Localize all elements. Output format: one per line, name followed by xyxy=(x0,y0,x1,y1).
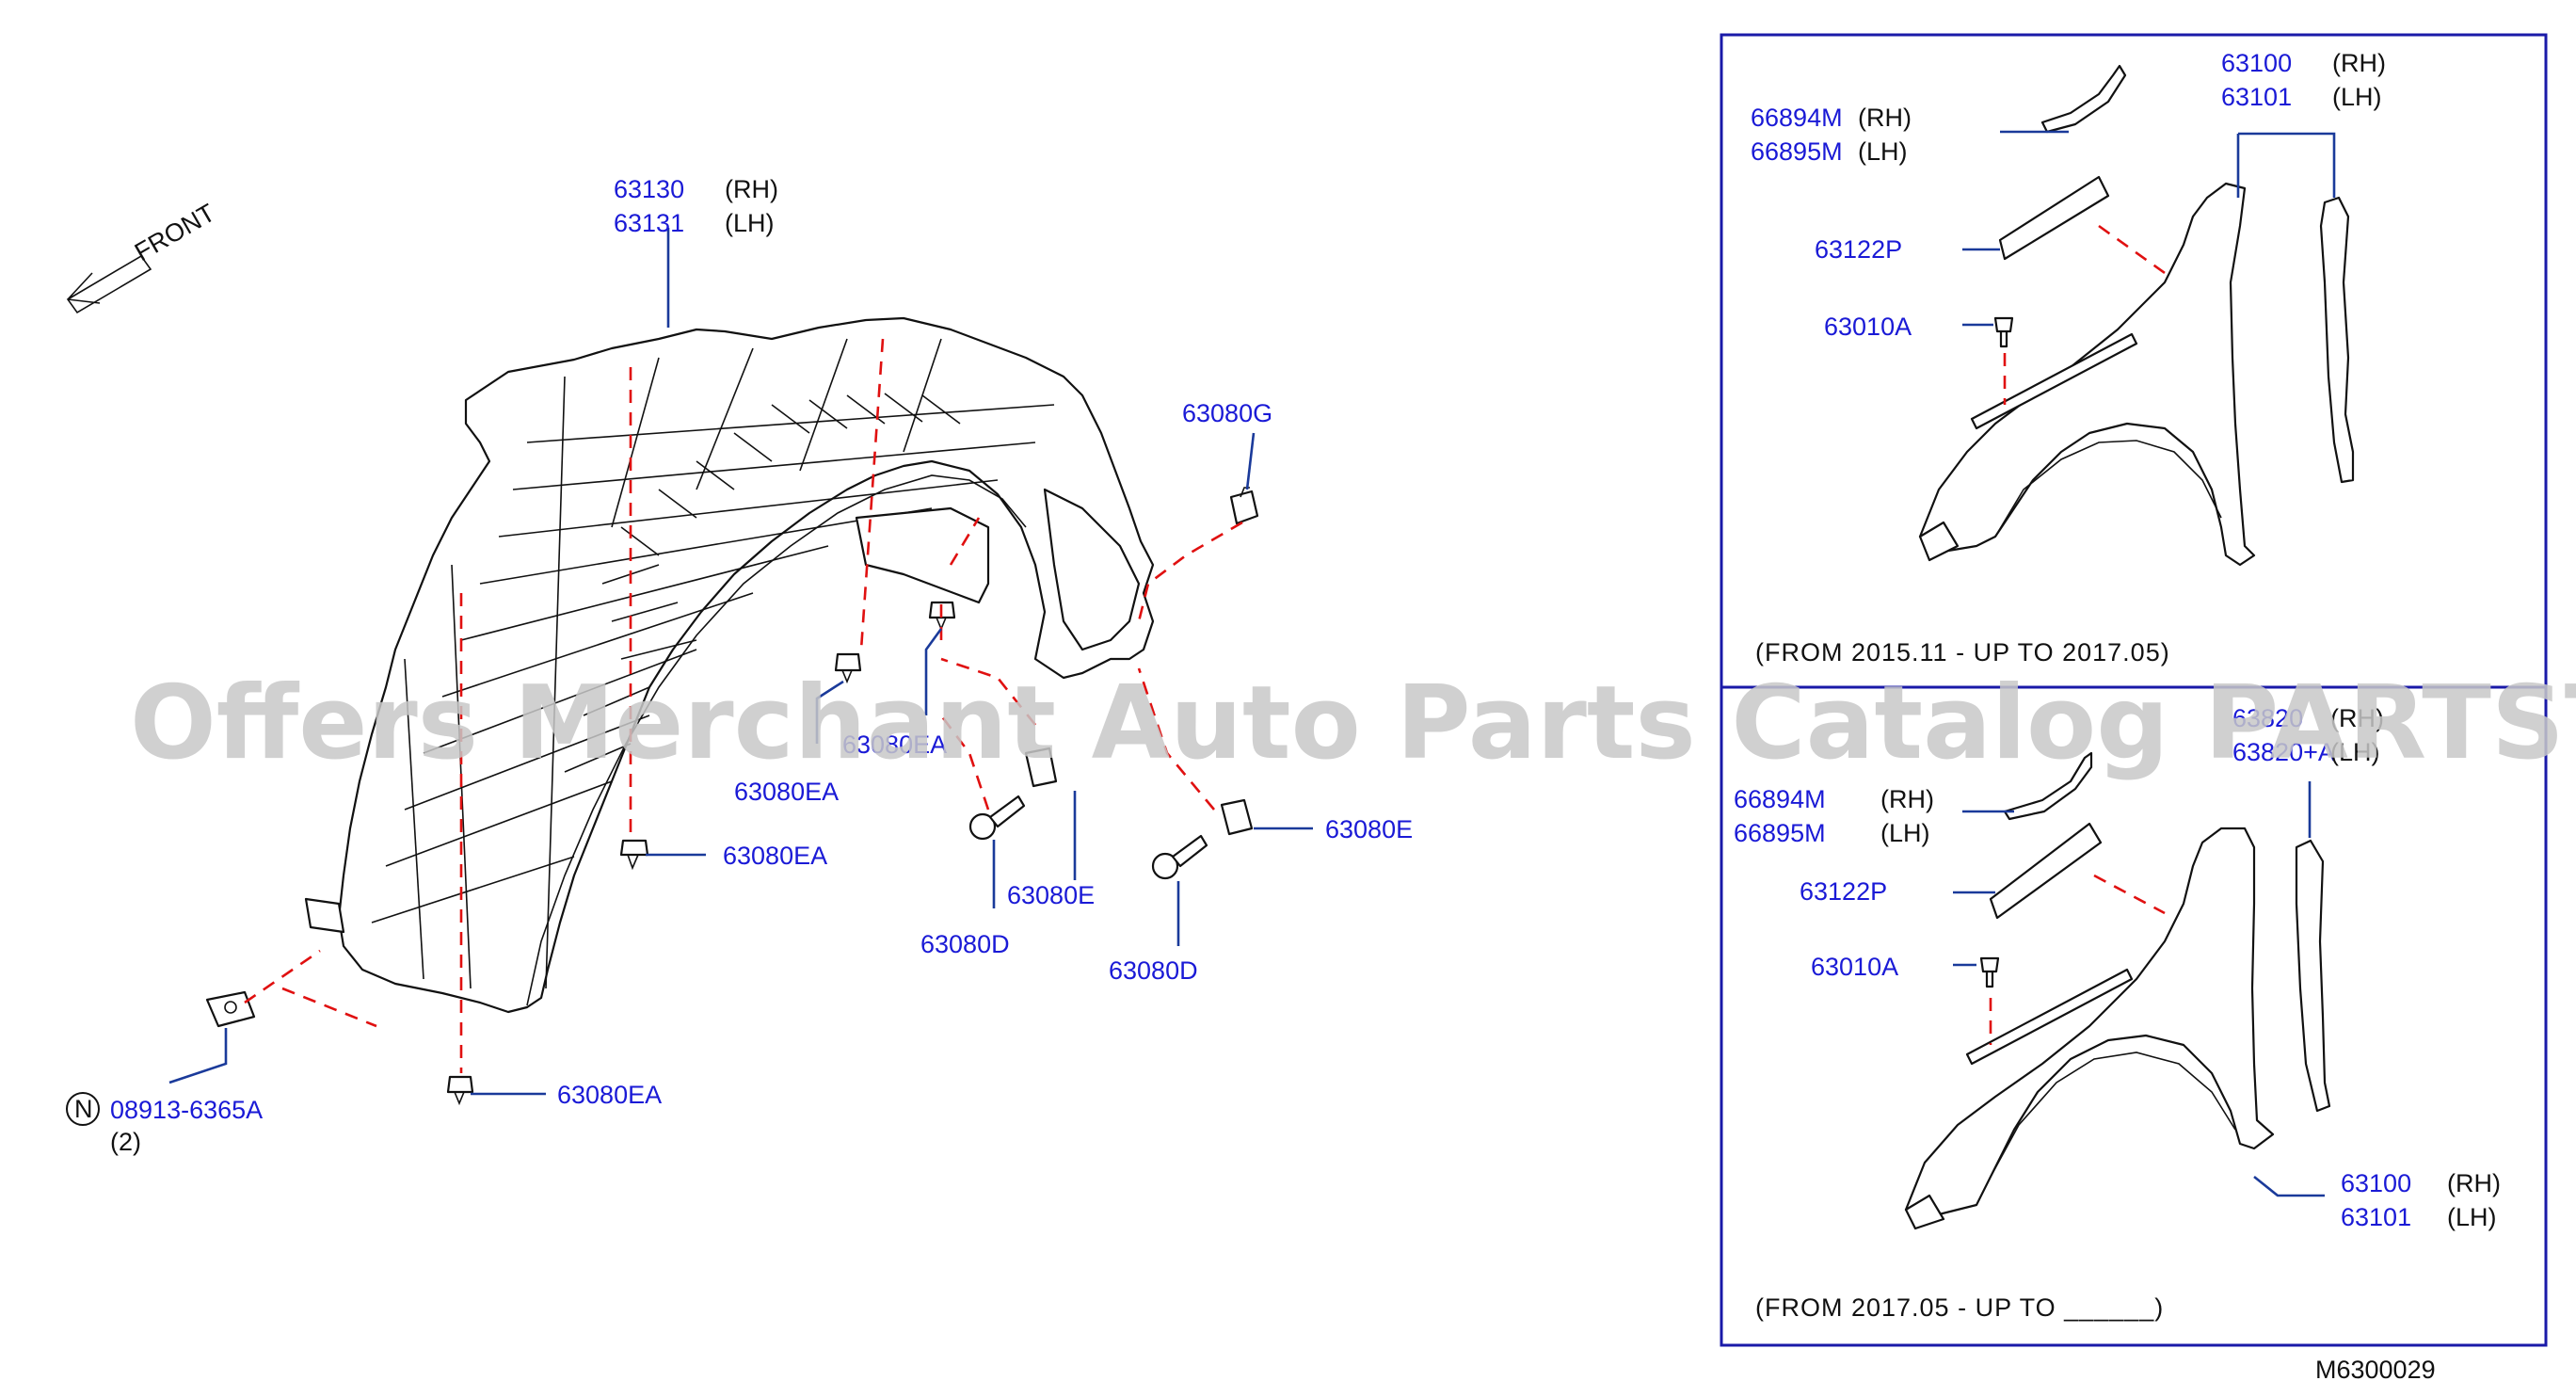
lower-callout-63122p[interactable]: 63122P xyxy=(1800,877,1887,906)
fasteners xyxy=(205,487,1259,1106)
lower-fender-arch xyxy=(1990,1052,2236,1178)
nut-icon xyxy=(205,990,256,1028)
upper-bolt-icon xyxy=(1993,316,2014,348)
upper-callout-63122p[interactable]: 63122P xyxy=(1815,235,1902,264)
push-clip-icon-3 xyxy=(619,839,649,871)
callout-08913-qty: (2) xyxy=(110,1128,141,1156)
callout-63080e-1[interactable]: 63080E xyxy=(1007,881,1095,909)
callout-63080ea-1[interactable]: 63080EA xyxy=(842,731,947,759)
upper-fender-trim xyxy=(2319,196,2355,484)
lower-callout-66895m-side: (LH) xyxy=(1880,819,1930,847)
lower-bolt-icon xyxy=(1979,956,2000,988)
callout-63080e-2[interactable]: 63080E xyxy=(1325,815,1413,843)
lower-callout-63820a[interactable]: 63820+A xyxy=(2232,738,2335,766)
callout-63080ea-3[interactable]: 63080EA xyxy=(723,842,827,870)
upper-fender-arch xyxy=(1994,440,2222,538)
lower-fender-strip xyxy=(1965,968,2134,1066)
upper-callout-66895m-side: (LH) xyxy=(1858,137,1908,166)
lower-callout-63820a-side: (LH) xyxy=(2330,738,2380,766)
upper-period-note: (FROM 2015.11 - UP TO 2017.05) xyxy=(1755,638,2170,666)
lower-callout-63820-side: (RH) xyxy=(2330,704,2384,732)
callout-63080g[interactable]: 63080G xyxy=(1182,399,1272,427)
spring-clip-icon-1 xyxy=(1024,747,1058,788)
lower-seal xyxy=(1989,822,2103,920)
callout-63131-side: (LH) xyxy=(725,209,775,237)
callout-63080ea-4[interactable]: 63080EA xyxy=(557,1081,662,1109)
upper-callout-66894m[interactable]: 66894M xyxy=(1751,104,1843,132)
lower-fender-front xyxy=(1904,1194,1945,1230)
lower-fender-trim xyxy=(2295,839,2331,1113)
panel-upper: 63100 (RH) 63101 (LH) 66894M (RH) 66895M… xyxy=(1751,49,2386,666)
callout-63080d-2[interactable]: 63080D xyxy=(1109,956,1198,985)
callout-63080ea-2[interactable]: 63080EA xyxy=(734,778,839,806)
nut-symbol-circle xyxy=(66,1092,100,1126)
nut-symbol: N xyxy=(74,1095,93,1123)
callout-63130[interactable]: 63130 xyxy=(614,175,684,203)
watermark: Offers Merchant Auto Parts Catalog PARTS… xyxy=(130,665,2576,782)
lower-callout-63100[interactable]: 63100 xyxy=(2341,1169,2411,1197)
push-clip-icon-1 xyxy=(834,652,862,684)
upper-callout-66895m[interactable]: 66895M xyxy=(1751,137,1843,166)
main-callouts: 63130 (RH) 63131 (LH) 63080G 63080EA 630… xyxy=(66,175,1413,1156)
upper-callout-63100-side: (RH) xyxy=(2332,49,2386,77)
lower-callout-66894m[interactable]: 66894M xyxy=(1734,785,1826,813)
fender-liner-arch xyxy=(526,474,1027,1006)
lower-fender xyxy=(1904,827,2275,1216)
fender-liner-rear-flap xyxy=(1043,488,1141,651)
fender-liner-shell xyxy=(337,316,1155,1014)
lower-callout-63100-side: (RH) xyxy=(2447,1169,2501,1197)
upper-callout-63010a[interactable]: 63010A xyxy=(1824,313,1912,341)
lower-callout-63101-side: (LH) xyxy=(2447,1203,2497,1231)
screw-icon-2 xyxy=(1151,834,1208,880)
callout-63131[interactable]: 63131 xyxy=(614,209,684,237)
front-label: FRONT xyxy=(130,199,220,266)
upper-callout-63101-side: (LH) xyxy=(2332,83,2382,111)
lower-callout-63010a[interactable]: 63010A xyxy=(1811,953,1898,981)
upper-molding xyxy=(2040,64,2127,134)
lower-callout-66894m-side: (RH) xyxy=(1880,785,1934,813)
spring-clip-icon-2 xyxy=(1220,798,1254,836)
upper-fender-strip xyxy=(1970,332,2138,430)
upper-callout-66894m-side: (RH) xyxy=(1858,104,1912,132)
fender-liner-ribs xyxy=(371,338,1055,989)
screw-icon-1 xyxy=(968,795,1026,841)
front-arrow-icon xyxy=(66,254,152,314)
upper-seal xyxy=(1998,175,2110,261)
fender-liner-illustration xyxy=(304,316,1155,1014)
assembly-guide-lines xyxy=(244,338,1243,1073)
clip-icon-63080g xyxy=(1229,487,1259,525)
upper-callout-63101[interactable]: 63101 xyxy=(2221,83,2292,111)
variant-panel-frame xyxy=(1720,33,2548,1347)
callout-08913-6365a[interactable]: 08913-6365A xyxy=(110,1096,263,1124)
fender-liner-flap xyxy=(855,506,990,604)
callout-63130-side: (RH) xyxy=(725,175,778,203)
lower-callout-66895m[interactable]: 66895M xyxy=(1734,819,1826,847)
upper-fender-front xyxy=(1918,521,1960,562)
upper-fender xyxy=(1918,182,2256,567)
lower-period-note: (FROM 2017.05 - UP TO ______) xyxy=(1755,1293,2164,1322)
fender-liner-bottom-tab xyxy=(304,897,345,934)
callout-leaders xyxy=(168,228,1313,1096)
push-clip-icon-4 xyxy=(446,1075,474,1106)
panel-lower: 63820 (RH) 63820+A (LH) 66894M (RH) 6689… xyxy=(1734,704,2501,1322)
lower-callout-63820[interactable]: 63820 xyxy=(2232,704,2303,732)
callout-63080d-1[interactable]: 63080D xyxy=(920,930,1010,958)
front-direction-indicator: FRONT xyxy=(66,199,220,314)
lower-callout-63101[interactable]: 63101 xyxy=(2341,1203,2411,1231)
diagram-code: M6300029 xyxy=(2315,1356,2436,1384)
upper-callout-63100[interactable]: 63100 xyxy=(2221,49,2292,77)
